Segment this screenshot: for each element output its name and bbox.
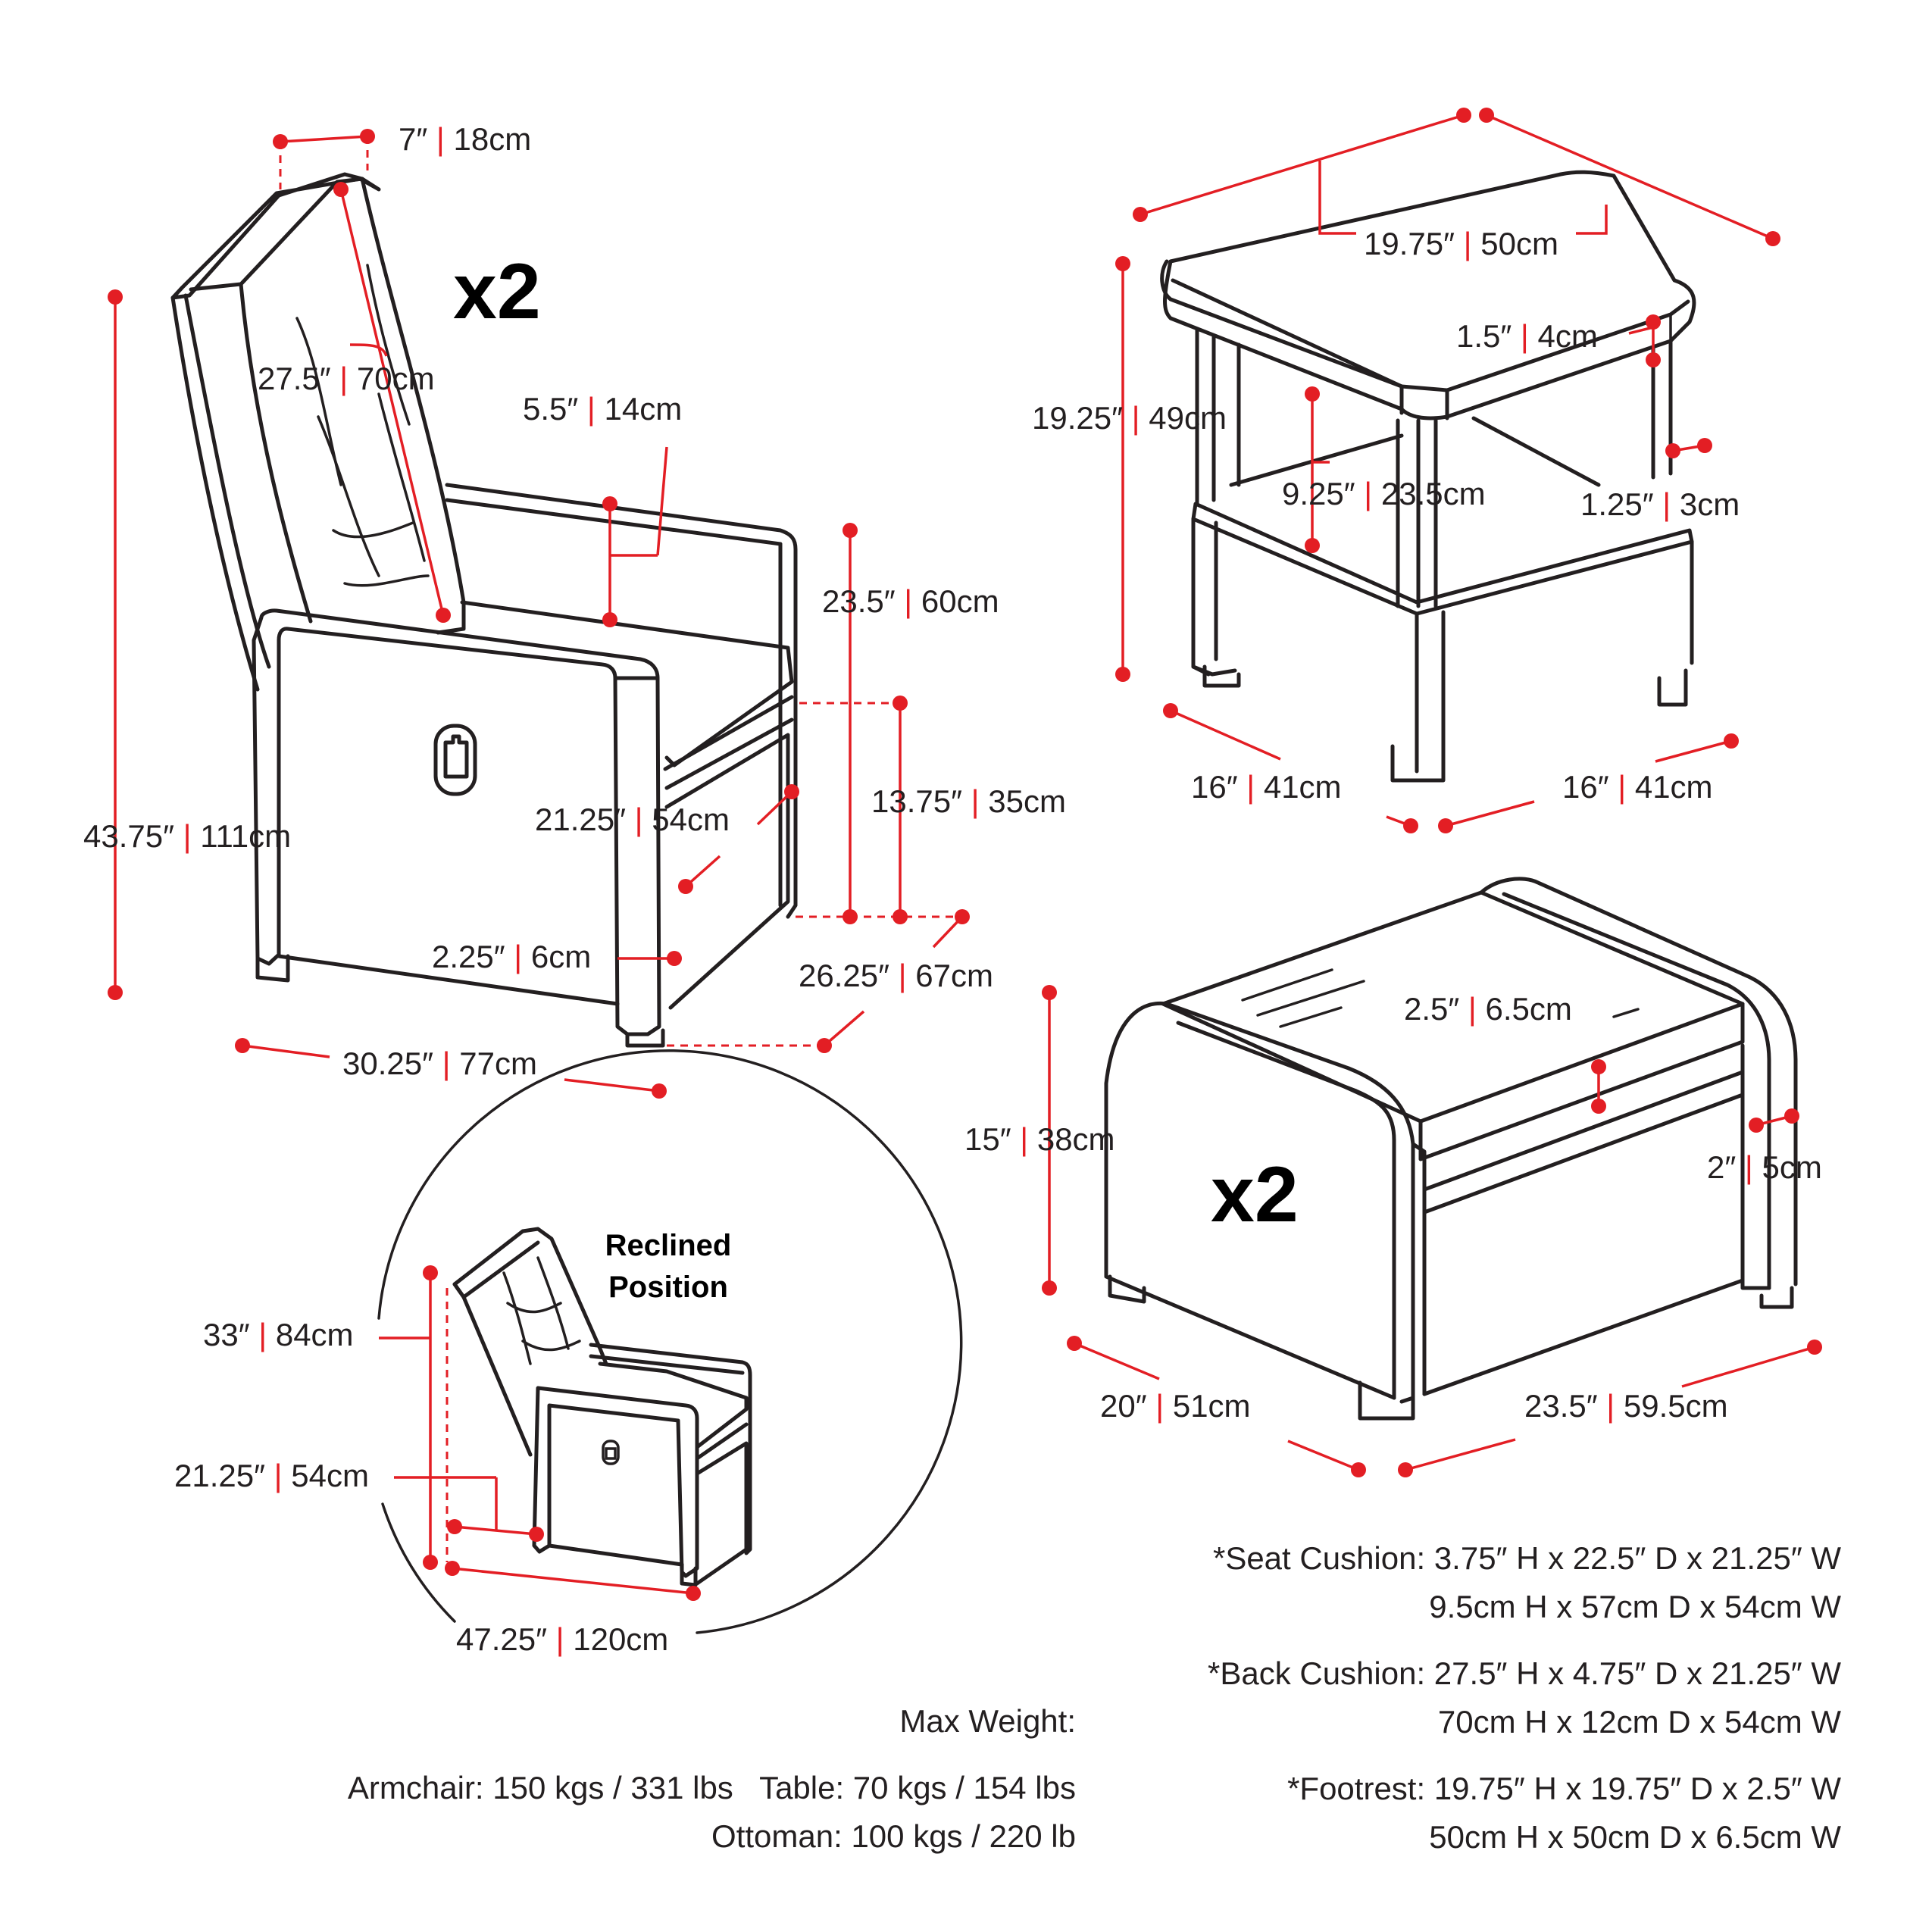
armchair-drawing [108,129,970,1099]
label-ottoman-cushion: 2.5″ | 6.5cm [1404,991,1572,1027]
spec-back-cushion: *Back Cushion: 27.5″ H x 4.75″ D x 21.25… [1208,1649,1841,1746]
side-table-drawing [1115,108,1780,833]
label-head-depth: 7″ | 18cm [399,121,531,157]
spec-seat-cushion-imperial: *Seat Cushion: 3.75″ H x 22.5″ D x 21.25… [1212,1540,1841,1576]
spec-footrest: *Footrest: 19.75″ H x 19.75″ D x 2.5″ W … [1287,1765,1841,1862]
spec-back-cushion-imperial: *Back Cushion: 27.5″ H x 4.75″ D x 21.25… [1207,1655,1841,1691]
label-seat-height: 13.75″ | 35cm [871,783,1066,819]
label-reclined-height: 33″ | 84cm [203,1317,354,1352]
max-weight-row-1: Armchair: 150 kgs / 331 lbs Table: 70 kg… [348,1764,1076,1812]
label-arm-height: 23.5″ | 60cm [822,583,999,619]
label-total-height: 43.75″ | 111cm [83,818,291,854]
spec-back-cushion-metric: 70cm H x 12cm D x 54cm W [1437,1704,1841,1740]
label-table-base-width: 16″ | 41cm [1562,769,1713,805]
label-leg-height: 2.25″ | 6cm [432,939,591,974]
spec-footrest-imperial: *Footrest: 19.75″ H x 19.75″ D x 2.5″ W [1287,1771,1841,1806]
label-ottoman-width: 23.5″ | 59.5cm [1524,1388,1728,1424]
spec-footrest-metric: 50cm H x 50cm D x 6.5cm W [1429,1819,1841,1855]
label-back-height: 27.5″ | 70cm [258,361,435,396]
label-table-leg-width: 1.25″ | 3cm [1580,486,1740,522]
label-width: 26.25″ | 67cm [799,958,993,993]
label-ottoman-side: 2″ | 5cm [1707,1149,1822,1185]
label-arm-width: 5.5″ | 14cm [523,391,682,427]
label-ottoman-height: 15″ | 38cm [964,1121,1115,1157]
reclined-title-line2: Position [608,1271,728,1304]
max-weight-ottoman: Ottoman: 100 kgs / 220 lb [711,1818,1076,1854]
max-weight-list: Armchair: 150 kgs / 331 lbs Table: 70 kg… [348,1764,1076,1861]
max-weight-table: Table: 70 kgs / 154 lbs [759,1770,1076,1805]
label-table-top-thickness: 1.5″ | 4cm [1456,318,1598,354]
label-depth: 30.25″ | 77cm [342,1046,537,1081]
label-table-height: 19.25″ | 49cm [1032,400,1227,436]
spec-seat-cushion-metric: 9.5cm H x 57cm D x 54cm W [1429,1589,1841,1624]
max-weight-armchair: Armchair: 150 kgs / 331 lbs [347,1770,733,1805]
label-table-base-depth: 16″ | 41cm [1191,769,1342,805]
reclined-title-line1: Reclined [605,1229,732,1262]
max-weight-title: Max Weight: [899,1703,1076,1739]
armchair-multiplier: x2 [453,248,541,336]
label-ottoman-depth: 20″ | 51cm [1100,1388,1251,1424]
label-table-top-width: 19.75″ | 50cm [1364,226,1558,261]
ottoman-multiplier: x2 [1211,1151,1299,1239]
ottoman-drawing [1042,877,1822,1477]
label-table-clearance: 9.25″ | 23.5cm [1282,476,1486,511]
reclined-inset [377,1049,963,1634]
label-reclined-depth: 47.25″ | 120cm [456,1621,668,1657]
label-seat-depth: 21.25″ | 54cm [535,802,730,837]
label-reclined-seat-height: 21.25″ | 54cm [174,1458,369,1493]
spec-seat-cushion: *Seat Cushion: 3.75″ H x 22.5″ D x 21.25… [1213,1534,1841,1631]
